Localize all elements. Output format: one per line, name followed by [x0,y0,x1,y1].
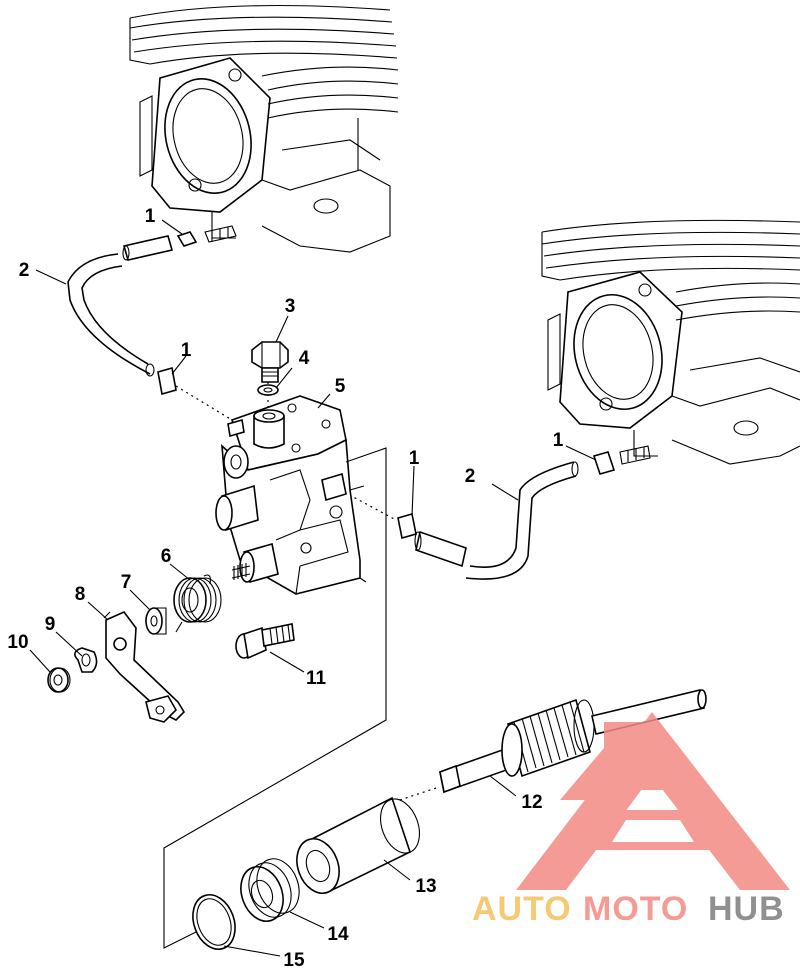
callout-4: 4 [299,348,310,369]
callout-1a: 1 [145,206,156,227]
callout-8: 8 [75,584,86,605]
watermark-text-moto: MOTO [583,890,688,928]
hose-short-right [415,530,467,568]
flat-washer [145,607,167,635]
hose-short-upper [122,235,174,261]
engine-cylinder-left [129,4,399,253]
callout-6: 6 [161,546,172,567]
watermark-logo: AUTO MOTO HUB [472,712,790,928]
lever-nut [47,667,71,693]
drive-seal [240,858,300,922]
return-spring [173,574,222,633]
callout-1b: 1 [181,340,192,361]
callout-13: 13 [415,876,436,897]
lock-clip [74,647,98,673]
callout-12: 12 [521,792,542,813]
watermark-text-auto: AUTO [472,890,572,928]
control-lever [103,611,186,723]
callout-1c: 1 [409,448,420,469]
clamp-right-top [592,451,616,475]
clamp-top-left [176,231,198,247]
leader-lines [29,219,597,957]
assembly-reference-frame [163,447,387,949]
callout-2b: 2 [465,466,476,487]
watermark-triangle-emblem [516,712,790,890]
engine-cylinder-right [541,219,800,465]
clamp-mid-left [157,366,177,396]
callout-9: 9 [45,614,56,635]
callout-3: 3 [285,296,296,317]
sealing-washer [257,384,279,396]
o-ring [192,894,236,950]
watermark-text-hub: HUB [708,890,785,928]
drive-bushing [296,796,420,894]
clamp-right-mid [397,512,417,540]
right-hose-assembly [343,445,651,580]
banjo-bolt [251,341,289,383]
upper-left-hose-assembly [67,225,237,421]
callout-1d: 1 [553,430,564,451]
callout-5: 5 [335,376,346,397]
callout-7: 7 [121,572,132,593]
callout-14: 14 [327,924,349,945]
callout-11: 11 [306,668,327,689]
callout-2a: 2 [19,260,30,281]
mounting-screw [235,623,295,660]
oil-pump-body [215,352,365,595]
callout-labels: 1 1 1 1 2 2 3 4 5 6 7 8 9 10 11 12 13 14… [7,206,563,969]
callout-10: 10 [7,632,28,653]
callout-15: 15 [283,950,305,969]
